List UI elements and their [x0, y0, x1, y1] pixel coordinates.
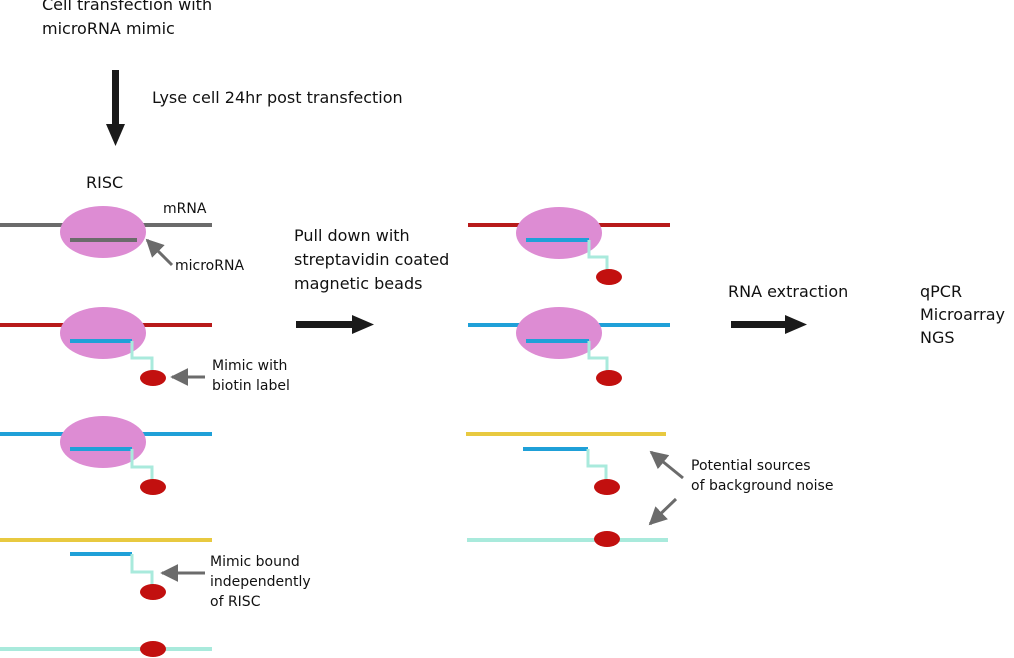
- biotin-bead: [140, 479, 166, 495]
- risc-complex: [60, 206, 146, 258]
- mrna-label: mRNA: [163, 201, 207, 217]
- middle-complex-red: [468, 207, 670, 285]
- left-complex-endogenous: [0, 206, 212, 258]
- pulldown-label-3: magnetic beads: [294, 274, 423, 293]
- microrna-pointer-arrow: [145, 238, 174, 267]
- noise-pointer-arrow-up: [649, 450, 684, 480]
- method-qpcr: qPCR: [920, 282, 963, 301]
- biotin-linker: [130, 554, 154, 586]
- left-complex-mimic-blue: [0, 416, 212, 495]
- biotin-bead: [594, 479, 620, 495]
- biotin-linker: [587, 240, 609, 271]
- risc-complex: [60, 307, 146, 359]
- biotin-bead: [140, 641, 166, 657]
- method-ngs: NGS: [920, 328, 955, 347]
- pulldown-label-2: streptavidin coated: [294, 250, 450, 269]
- risc-complex: [516, 307, 602, 359]
- middle-noise-teal: [467, 531, 668, 547]
- biotin-linker: [130, 449, 154, 481]
- noise-label-1: Potential sources: [691, 458, 811, 474]
- biotin-bead: [596, 269, 622, 285]
- pulldown-label-1: Pull down with: [294, 226, 410, 245]
- biotin-bead: [596, 370, 622, 386]
- biotin-linker: [586, 449, 608, 481]
- method-microarray: Microarray: [920, 305, 1006, 324]
- left-mimic-independent: [0, 538, 212, 600]
- lyse-step-label: Lyse cell 24hr post transfection: [152, 88, 403, 107]
- risc-complex: [516, 207, 602, 259]
- middle-complex-blue: [468, 307, 670, 386]
- rna-extraction-label: RNA extraction: [728, 282, 849, 301]
- down-arrow: [106, 70, 125, 146]
- biotin-linker: [130, 341, 154, 372]
- biotin-bead: [140, 370, 166, 386]
- mimic-biotin-label-2: biotin label: [212, 378, 290, 394]
- pulldown-arrow: [296, 315, 374, 334]
- mimic-independent-label-2: independently: [210, 574, 311, 590]
- title-line-1: Cell transfection with: [42, 0, 213, 14]
- biotin-bead: [594, 531, 620, 547]
- risc-complex: [60, 416, 146, 468]
- left-complex-mimic-red: [0, 307, 212, 386]
- mimic-independent-label-1: Mimic bound: [210, 554, 300, 570]
- biotin-linker: [587, 341, 609, 372]
- left-bead-on-strand: [0, 641, 212, 657]
- middle-noise-yellow: [466, 432, 666, 495]
- noise-pointer-arrow-down: [648, 497, 678, 526]
- title-line-2: microRNA mimic: [42, 19, 175, 38]
- microrna-label: microRNA: [175, 258, 245, 274]
- noise-label-2: of background noise: [691, 478, 834, 494]
- risc-label: RISC: [86, 173, 124, 192]
- extraction-arrow: [731, 315, 807, 334]
- mimic-independent-label-3: of RISC: [210, 594, 261, 610]
- mimic-biotin-label-1: Mimic with: [212, 358, 288, 374]
- biotin-bead: [140, 584, 166, 600]
